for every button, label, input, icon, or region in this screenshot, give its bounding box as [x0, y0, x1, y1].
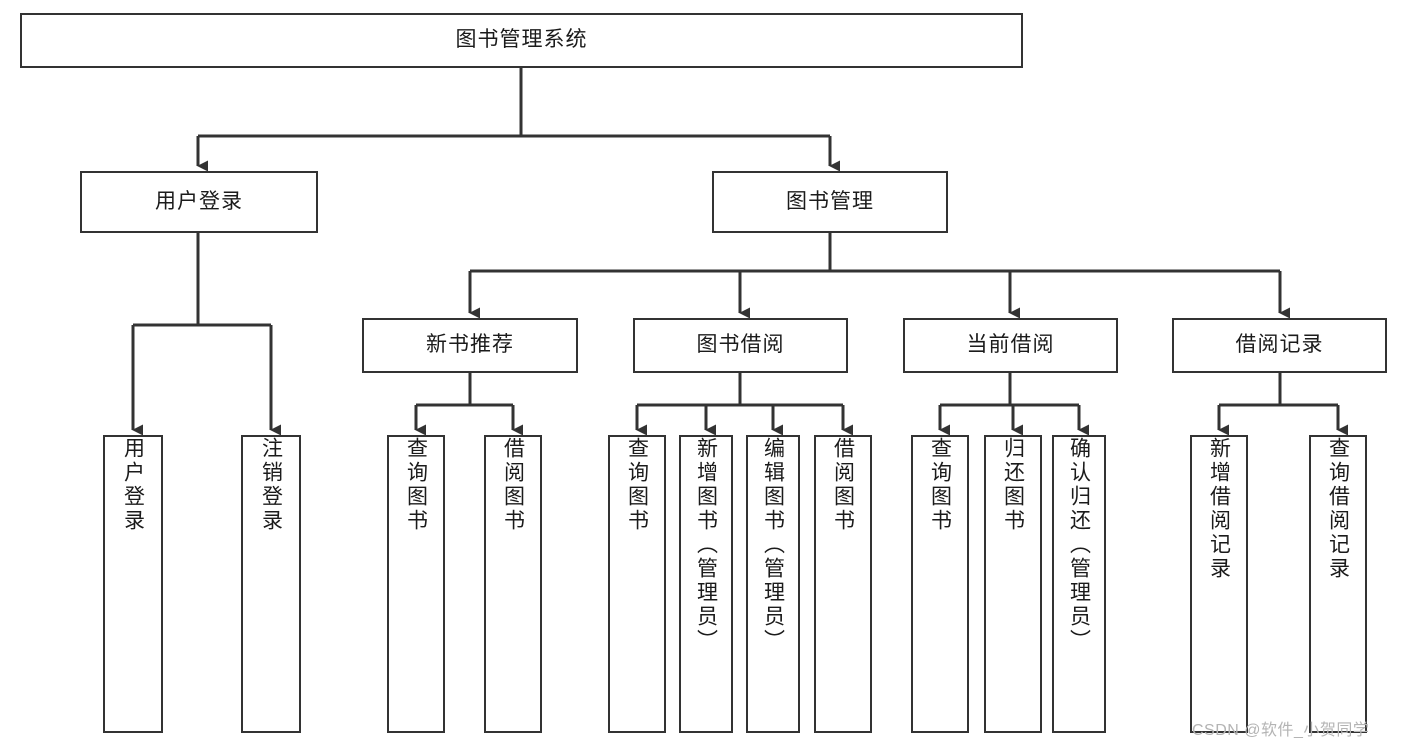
node-leaf-query-borrow-record[interactable]: 查询借阅记录: [1309, 435, 1367, 733]
node-current-borrow[interactable]: 当前借阅: [903, 318, 1118, 373]
node-leaf-confirm-return-admin[interactable]: 确认归还（管理员）: [1052, 435, 1106, 733]
node-leaf-edit-book-admin[interactable]: 编辑图书（管理员）: [746, 435, 800, 733]
node-label: 新增借阅记录: [1207, 437, 1231, 581]
node-leaf-borrow-book-1[interactable]: 借阅图书: [484, 435, 542, 733]
node-label: 确认归还（管理员）: [1067, 437, 1091, 653]
node-label: 注销登录: [259, 437, 283, 533]
node-label: 查询图书: [625, 437, 649, 533]
node-label: 用户登录: [121, 437, 145, 533]
node-label: 当前借阅: [966, 333, 1055, 357]
node-label: 新增图书（管理员）: [694, 437, 718, 653]
node-leaf-user-login[interactable]: 用户登录: [103, 435, 163, 733]
node-new-book-recommend[interactable]: 新书推荐: [362, 318, 578, 373]
node-label: 借阅图书: [831, 437, 855, 533]
node-label: 图书借阅: [696, 333, 785, 357]
node-label: 借阅记录: [1235, 333, 1324, 357]
node-leaf-return-book[interactable]: 归还图书: [984, 435, 1042, 733]
node-label: 图书管理系统: [455, 28, 588, 52]
node-leaf-add-borrow-record[interactable]: 新增借阅记录: [1190, 435, 1248, 733]
node-label: 查询图书: [404, 437, 428, 533]
node-leaf-query-book-3[interactable]: 查询图书: [911, 435, 969, 733]
node-leaf-borrow-book-2[interactable]: 借阅图书: [814, 435, 872, 733]
node-label: 借阅图书: [501, 437, 525, 533]
csdn-watermark: CSDN @软件_小贺同学: [1192, 722, 1370, 739]
node-leaf-query-book-1[interactable]: 查询图书: [387, 435, 445, 733]
node-label: 查询借阅记录: [1326, 437, 1350, 581]
node-borrow-record[interactable]: 借阅记录: [1172, 318, 1387, 373]
node-root-system[interactable]: 图书管理系统: [20, 13, 1023, 68]
node-label: 归还图书: [1001, 437, 1025, 533]
node-leaf-query-book-2[interactable]: 查询图书: [608, 435, 666, 733]
node-leaf-add-book-admin[interactable]: 新增图书（管理员）: [679, 435, 733, 733]
node-user-login[interactable]: 用户登录: [80, 171, 318, 233]
node-book-manage[interactable]: 图书管理: [712, 171, 948, 233]
node-book-borrow[interactable]: 图书借阅: [633, 318, 848, 373]
node-label: 编辑图书（管理员）: [761, 437, 785, 653]
node-label: 查询图书: [928, 437, 952, 533]
node-label: 用户登录: [155, 189, 243, 213]
node-label: 新书推荐: [426, 333, 514, 357]
node-label: 图书管理: [786, 189, 874, 213]
node-leaf-user-logout[interactable]: 注销登录: [241, 435, 301, 733]
